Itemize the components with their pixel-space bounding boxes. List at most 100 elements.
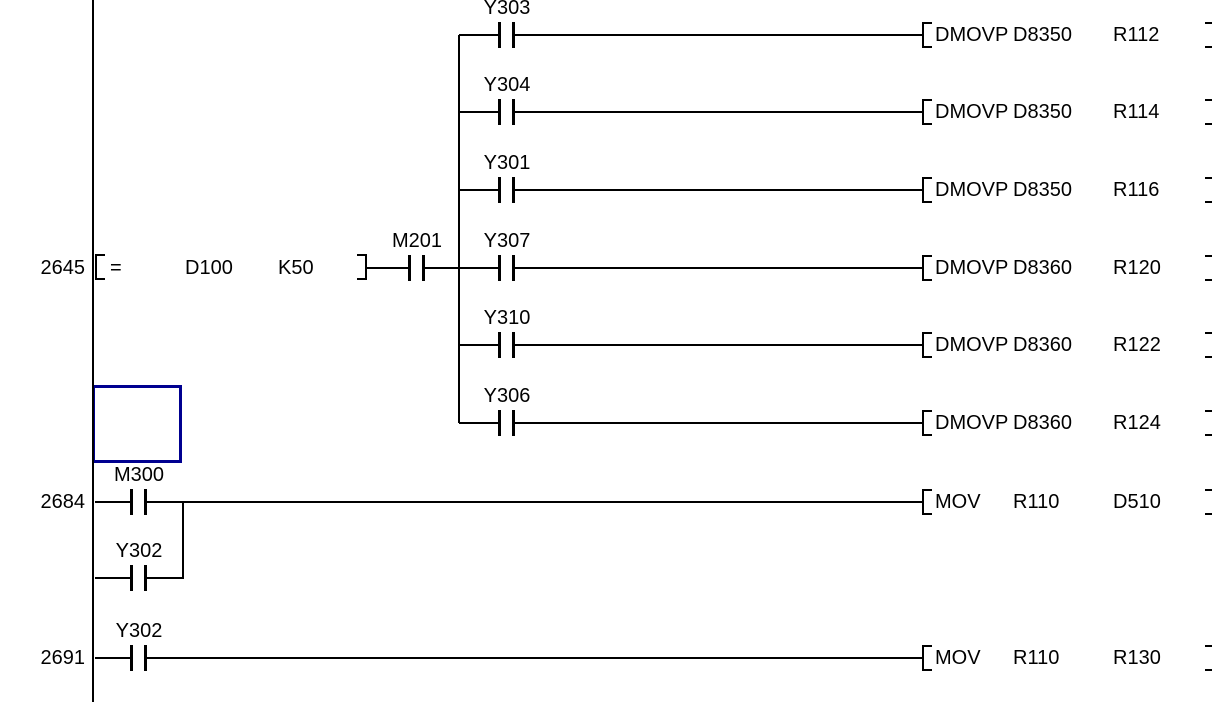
contact-M300[interactable]: M300 [100,465,178,517]
contact-bar-icon [512,99,515,125]
contact-bar-icon [422,255,425,281]
contact-label: Y306 [483,385,531,407]
instruction-destination: R130 [1113,647,1161,669]
instruction-opcode: DMOVP [935,257,1009,279]
wire-horizontal [459,344,499,346]
contact-label: Y301 [483,152,531,174]
wire-horizontal [515,344,923,346]
wire-horizontal [425,267,499,269]
bracket-open-icon [922,332,932,358]
instruction-destination: R114 [1113,101,1160,123]
contact-bar-icon [512,255,515,281]
contact-Y302[interactable]: Y302 [100,621,178,673]
contact-bar-icon [498,22,501,48]
instruction-destination: R120 [1113,257,1161,279]
wire-horizontal [515,189,923,191]
left-power-rail [92,0,94,702]
comparison-operand1: D100 [185,257,233,279]
bracket-open-icon [922,410,932,436]
bracket-close-icon [1205,255,1212,281]
bracket-close-icon [357,254,367,280]
wire-horizontal [367,267,409,269]
instruction-opcode: DMOVP [935,24,1009,46]
instruction-source: D8360 [1013,257,1072,279]
bracket-close-icon [1205,99,1212,125]
step-number: 2691 [40,647,86,669]
contact-bar-icon [512,177,515,203]
contact-bar-icon [408,255,411,281]
contact-bar-icon [498,332,501,358]
step-number: 2684 [40,491,86,513]
contact-label: Y307 [483,230,531,252]
wire-horizontal [459,111,499,113]
contact-label: M300 [113,464,165,486]
wire-vertical-branch [182,502,184,578]
instruction-opcode: DMOVP [935,179,1009,201]
wire-vertical-branch [458,35,460,423]
contact-label: M201 [391,230,443,252]
instruction-source: D8350 [1013,101,1072,123]
edit-cursor [92,385,182,463]
contact-label: Y310 [483,307,531,329]
wire-horizontal [459,34,499,36]
contact-Y310[interactable]: Y310 [468,308,546,360]
wire-horizontal [95,577,131,579]
contact-bar-icon [130,565,133,591]
bracket-open-icon [922,645,932,671]
bracket-open-icon [922,255,932,281]
contact-bar-icon [130,645,133,671]
instruction-opcode: DMOVP [935,412,1009,434]
instruction-source: D8350 [1013,24,1072,46]
contact-bar-icon [144,645,147,671]
contact-Y303[interactable]: Y303 [468,0,546,50]
instruction-opcode: DMOVP [935,101,1009,123]
contact-Y307[interactable]: Y307 [468,231,546,283]
instruction-destination: R116 [1113,179,1160,201]
contact-label: Y303 [483,0,531,19]
contact-bar-icon [512,332,515,358]
contact-bar-icon [144,565,147,591]
contact-Y306[interactable]: Y306 [468,386,546,438]
instruction-destination: R112 [1113,24,1160,46]
contact-Y301[interactable]: Y301 [468,153,546,205]
instruction-source: D8360 [1013,334,1072,356]
contact-bar-icon [512,410,515,436]
contact-Y302[interactable]: Y302 [100,541,178,593]
wire-horizontal [147,657,923,659]
contact-bar-icon [498,410,501,436]
bracket-open-icon [922,99,932,125]
instruction-opcode: MOV [935,491,981,513]
wire-horizontal [95,657,131,659]
instruction-destination: R124 [1113,412,1161,434]
wire-horizontal [147,501,923,503]
contact-Y304[interactable]: Y304 [468,75,546,127]
contact-bar-icon [498,177,501,203]
wire-horizontal [515,111,923,113]
wire-horizontal [95,501,131,503]
contact-label: Y304 [483,74,531,96]
wire-horizontal [515,422,923,424]
contact-bar-icon [512,22,515,48]
bracket-open-icon [922,177,932,203]
contact-bar-icon [498,99,501,125]
contact-bar-icon [498,255,501,281]
bracket-close-icon [1205,177,1212,203]
bracket-close-icon [1205,489,1212,515]
comparison-instruction[interactable]: = D100 K50 [95,254,370,282]
contact-M201[interactable]: M201 [378,231,456,283]
